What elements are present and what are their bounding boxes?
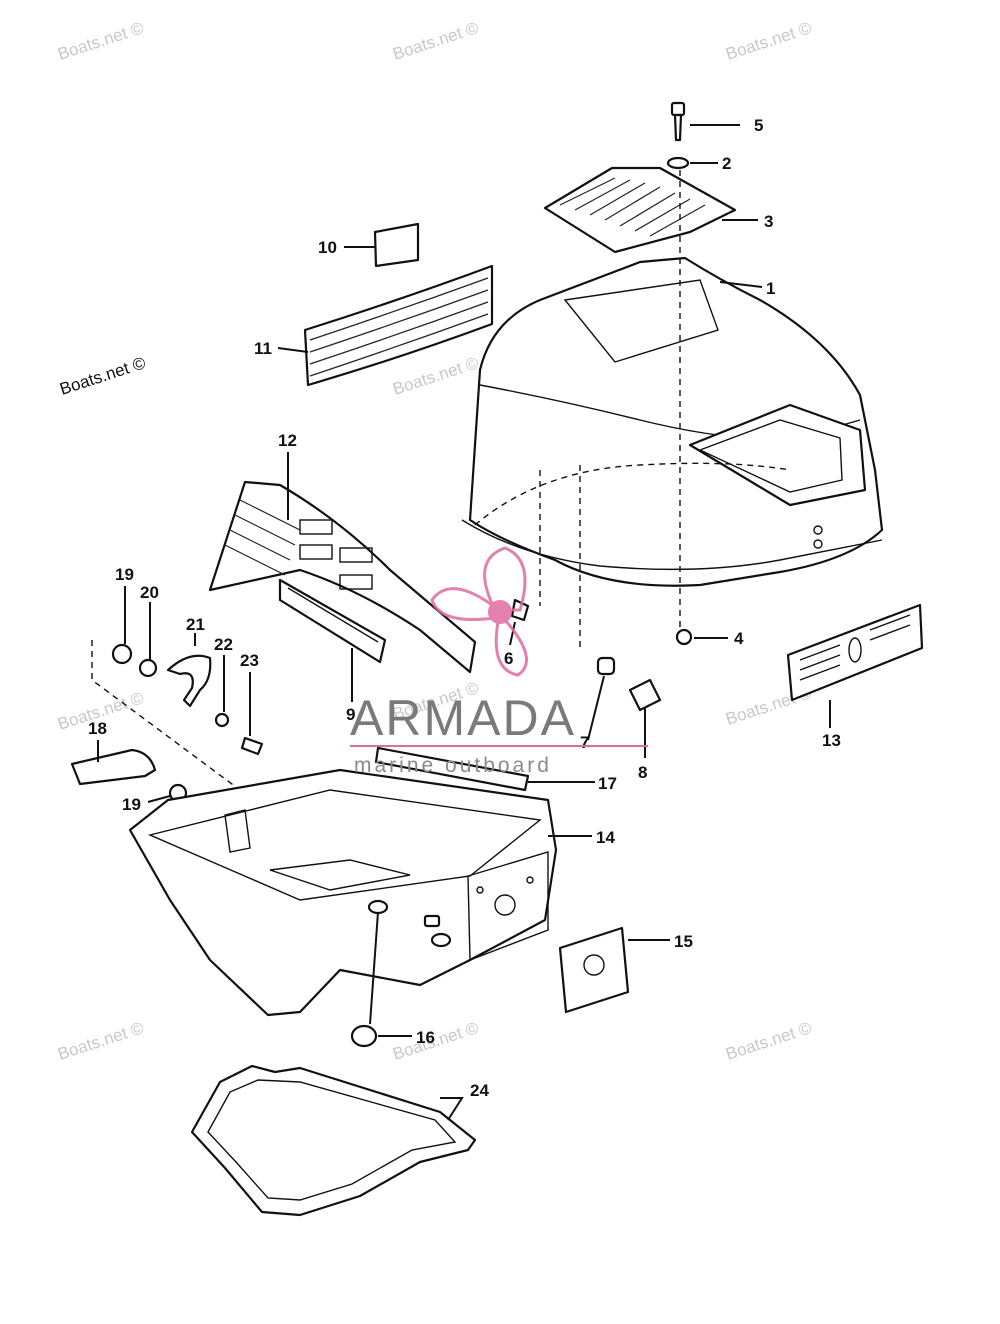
side-decal-strip bbox=[303, 264, 494, 387]
callout-5: 5 bbox=[754, 116, 763, 135]
callout-13: 13 bbox=[822, 731, 841, 750]
callout-9: 9 bbox=[346, 705, 355, 724]
callout-20: 20 bbox=[140, 583, 159, 602]
washer bbox=[666, 156, 690, 170]
bottom-cowl bbox=[128, 768, 558, 1017]
watermark: Boats.net © bbox=[723, 1018, 814, 1064]
callout-15: 15 bbox=[674, 932, 693, 951]
top-cowl bbox=[461, 256, 884, 587]
watermark-dark: Boats.net © bbox=[57, 353, 148, 399]
callout-14: 14 bbox=[596, 828, 615, 847]
watermark: Boats.net © bbox=[390, 1018, 481, 1064]
callout-12: 12 bbox=[278, 431, 297, 450]
callout-16: 16 bbox=[416, 1028, 435, 1047]
logo-tagline: marine outboard bbox=[354, 754, 552, 777]
callout-24: 24 bbox=[470, 1081, 489, 1100]
side-decal-large bbox=[208, 480, 477, 674]
armada-logo: ARMADA marine outboard bbox=[350, 546, 648, 777]
small-decal bbox=[373, 222, 420, 268]
callout-19-bottom: 19 bbox=[122, 795, 141, 814]
callouts: 5 2 3 1 4 10 11 12 9 6 7 8 13 14 15 16 1… bbox=[88, 116, 841, 1100]
callout-17: 17 bbox=[598, 774, 617, 793]
top-cover bbox=[543, 166, 737, 254]
seal-rod bbox=[374, 746, 530, 792]
access-plate bbox=[558, 926, 630, 1014]
propeller-logo-icon bbox=[430, 546, 528, 677]
callout-18: 18 bbox=[88, 719, 107, 738]
watermark: Boats.net © bbox=[723, 18, 814, 64]
callout-22: 22 bbox=[214, 635, 233, 654]
screw bbox=[670, 101, 686, 142]
callout-2: 2 bbox=[722, 154, 731, 173]
callout-21: 21 bbox=[186, 615, 205, 634]
callout-4: 4 bbox=[734, 629, 744, 648]
leader-lines bbox=[97, 124, 831, 1121]
name-decal bbox=[278, 578, 387, 664]
callout-6: 6 bbox=[504, 649, 513, 668]
watermark: Boats.net © bbox=[55, 1018, 146, 1064]
identification-plate bbox=[786, 603, 924, 702]
callout-1: 1 bbox=[766, 279, 775, 298]
watermark: Boats.net © bbox=[390, 353, 481, 399]
logo-brand: ARMADA bbox=[350, 690, 576, 746]
plug bbox=[350, 1024, 378, 1048]
callout-19-top: 19 bbox=[115, 565, 134, 584]
watermark: Boats.net © bbox=[390, 18, 481, 64]
callout-23: 23 bbox=[240, 651, 259, 670]
gasket bbox=[190, 1064, 477, 1217]
callout-8: 8 bbox=[638, 763, 647, 782]
callout-11: 11 bbox=[254, 339, 272, 358]
latch-hardware bbox=[70, 640, 264, 803]
callout-7: 7 bbox=[580, 733, 589, 752]
watermark: Boats.net © bbox=[55, 18, 146, 64]
callout-3: 3 bbox=[764, 212, 773, 231]
grommet bbox=[675, 628, 693, 646]
callout-10: 10 bbox=[318, 238, 337, 257]
